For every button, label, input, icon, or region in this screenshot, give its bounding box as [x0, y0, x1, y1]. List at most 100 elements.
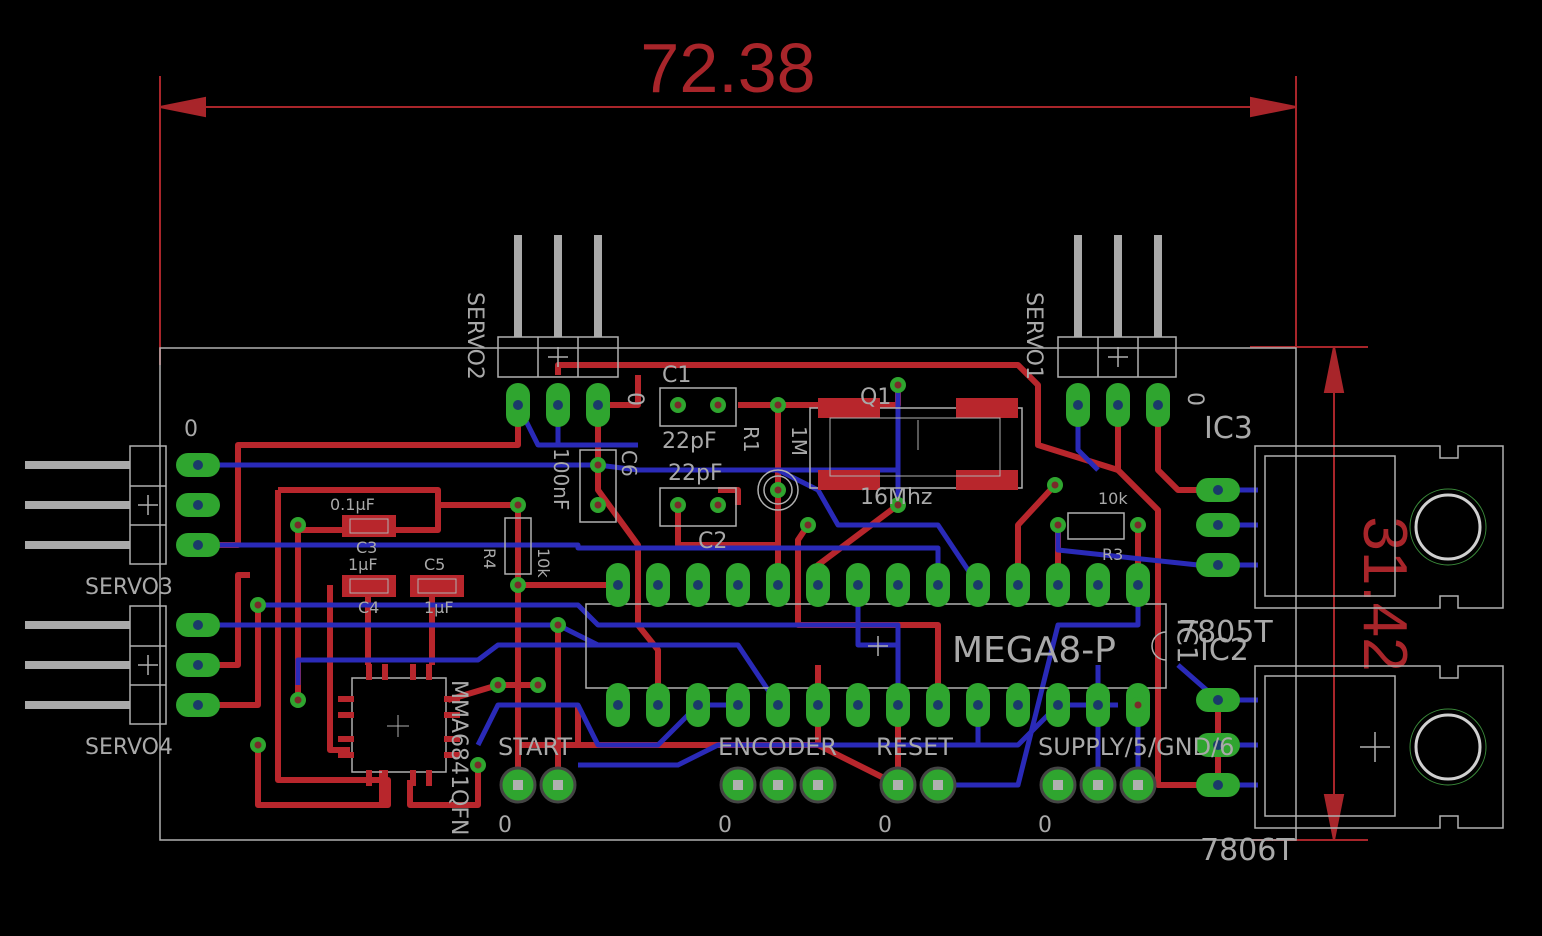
c4-value: 1µF [348, 555, 378, 574]
servo-pad-hole [193, 460, 203, 470]
c1-pad-hole [674, 401, 682, 409]
servo1-pad-hole [1113, 400, 1123, 410]
ic1-pin-hole [613, 700, 623, 710]
encoder-pad-hole [733, 780, 743, 790]
servo1-pad-hole [1153, 400, 1163, 410]
accelerometer-chip [351, 677, 447, 773]
width-dimension-text: 72.38 [640, 29, 815, 107]
ic2-name: IC2 [1200, 633, 1249, 668]
ic1-pin-hole [973, 700, 983, 710]
c6-pad-hole [594, 501, 602, 509]
c2-value: 22pF [668, 461, 723, 486]
ic1-pin-hole [1013, 700, 1023, 710]
q1-pad-hole [894, 501, 902, 509]
supply-label: SUPPLY/5/GND/6 [1038, 733, 1234, 761]
r4-value: 10k [534, 548, 553, 578]
c1-value: 22pF [662, 429, 717, 454]
c2-pad-hole [674, 501, 682, 509]
ic1-name: IC1 [1171, 618, 1204, 664]
c3-name: C3 [356, 538, 377, 557]
servo1-pad-hole [1073, 400, 1083, 410]
c2-name: C2 [698, 529, 727, 554]
servo2-pad-hole [513, 400, 523, 410]
servo3-label: SERVO3 [85, 575, 173, 600]
servo3-pin-label: 0 [184, 417, 198, 442]
supply-pad-hole [1133, 780, 1143, 790]
c6-pad-hole [594, 461, 602, 469]
reset-pad-hole [933, 780, 943, 790]
servo-pad-hole [193, 620, 203, 630]
supply-pad-hole [1053, 780, 1063, 790]
ic1-pin-hole [813, 580, 823, 590]
ic2-pad-hole [1213, 695, 1223, 705]
r1-name: R1 [739, 426, 763, 453]
c2-pad-hole [714, 501, 722, 509]
servo1-label: SERVO1 [1021, 292, 1046, 380]
ic1-pin-hole [733, 700, 743, 710]
qfn-pads [338, 664, 460, 786]
ic1-pin-hole [653, 580, 663, 590]
ic1-pin-hole [853, 700, 863, 710]
ic1-pin-hole [1093, 580, 1103, 590]
ic1-pin-hole [733, 580, 743, 590]
c5-value: 1µF [424, 598, 454, 617]
smd-parts [342, 387, 1125, 597]
c4-name: C4 [358, 598, 379, 617]
ic3-value: 7805T [1178, 615, 1273, 650]
via-hole [1051, 481, 1059, 489]
r4-pad-hole [514, 581, 522, 589]
ic1-pin-hole [693, 700, 703, 710]
servo-pad-hole [193, 540, 203, 550]
accelerometer-label: MMA6841QFN [446, 680, 471, 835]
servo3-header [25, 445, 167, 565]
r1-pad-hole [774, 401, 782, 409]
start-pin-label: 0 [498, 813, 512, 838]
r4-name: R4 [480, 548, 499, 569]
c6-name: C6 [617, 450, 641, 477]
q1-name: Q1 [860, 385, 891, 410]
r1-pad-hole [774, 486, 782, 494]
crystal-q1 [809, 398, 1023, 490]
servo4-label: SERVO4 [85, 735, 173, 760]
height-dimension-text: 31.42 [1350, 516, 1419, 671]
reset-label: RESET [876, 733, 953, 761]
ic1-pin-hole [813, 700, 823, 710]
supply-pad-hole [1093, 780, 1103, 790]
ic1-pin-hole [1093, 700, 1103, 710]
servo2-label: SERVO2 [462, 292, 487, 380]
via-hole [804, 521, 812, 529]
via-hole [534, 681, 542, 689]
ic1-pin-hole [1013, 580, 1023, 590]
r3-name: R3 [1102, 545, 1123, 564]
servo2-pad-hole [593, 400, 603, 410]
ic2-regulator-body [1254, 665, 1504, 829]
ic3-name: IC3 [1204, 411, 1253, 446]
via-hole [294, 521, 302, 529]
c1-pad-hole [714, 401, 722, 409]
dimension-height [1250, 346, 1368, 841]
q1-pad-hole [894, 381, 902, 389]
through-hole-pads [176, 377, 1240, 804]
supply-pin-label: 0 [1038, 813, 1052, 838]
r3-value: 10k [1098, 489, 1128, 508]
dimension-width [159, 76, 1297, 365]
servo1-header [1057, 235, 1177, 378]
ic1-pin-hole [973, 580, 983, 590]
ic2-pad-hole [1213, 780, 1223, 790]
r1-value: 1M [787, 426, 811, 456]
ic1-value: MEGA8-P [952, 630, 1116, 671]
board-outline [159, 347, 1297, 841]
servo-pad-hole [193, 660, 203, 670]
ic1-pin-hole [773, 700, 783, 710]
via-hole [254, 741, 262, 749]
servo1-pin-label: 0 [1182, 392, 1207, 406]
ic1-pin-hole [773, 580, 783, 590]
ic1-pin-hole [893, 700, 903, 710]
r3-pad-hole [1054, 521, 1062, 529]
q1-value: 16Mhz [860, 485, 932, 510]
ic1-pin-hole [933, 700, 943, 710]
servo-pad-hole [193, 700, 203, 710]
via-hole [494, 681, 502, 689]
ic1-pin-hole [613, 580, 623, 590]
via-hole [1134, 701, 1142, 709]
